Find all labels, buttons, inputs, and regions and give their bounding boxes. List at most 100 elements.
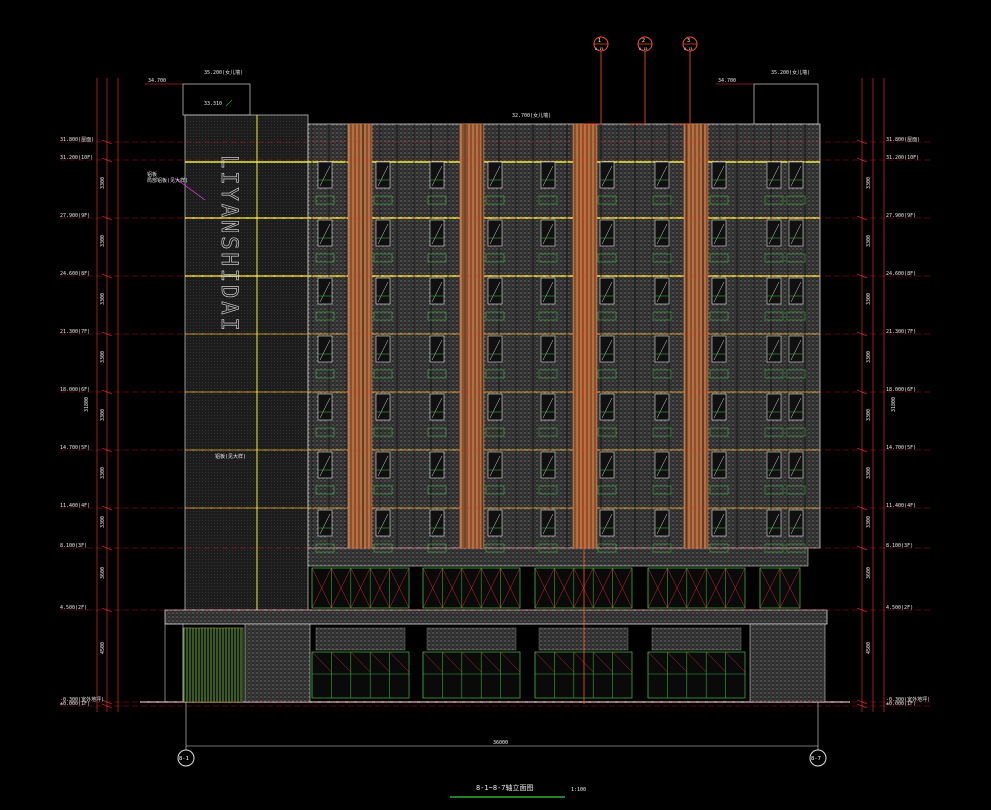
bay-diag xyxy=(534,567,555,609)
window-glint xyxy=(377,165,389,187)
window-glint xyxy=(790,397,802,419)
window xyxy=(315,509,335,553)
elevation-label-right-10: 31.200(10F) xyxy=(886,155,919,161)
window-glint xyxy=(768,281,780,303)
window-panel xyxy=(652,253,672,263)
window-panel xyxy=(427,427,447,437)
ground-pier-left xyxy=(244,623,311,703)
window-panel xyxy=(427,485,447,495)
window-panel xyxy=(764,427,784,437)
window xyxy=(315,393,335,437)
floor-dim-right-5: 3300 xyxy=(866,351,872,363)
window-frame xyxy=(711,161,727,189)
window xyxy=(764,277,784,321)
storefront-bay-2f xyxy=(759,567,801,609)
window xyxy=(373,277,393,321)
window-frame xyxy=(766,161,782,189)
bay-diag xyxy=(554,651,574,673)
window-panel xyxy=(485,195,505,205)
window-glint xyxy=(601,397,613,419)
window-glint xyxy=(768,397,780,419)
window-frame xyxy=(317,335,333,363)
window-frame xyxy=(711,335,727,363)
window xyxy=(485,393,505,437)
bay-diag xyxy=(612,567,633,609)
window-panel xyxy=(538,195,558,205)
storefront-bay-2f xyxy=(311,567,410,609)
window xyxy=(538,393,558,437)
window-frame xyxy=(487,219,503,247)
floor-dim-left-7: 3300 xyxy=(100,235,106,247)
top-right-parapet: 35.200(女儿墙) xyxy=(771,69,810,76)
bay-diag xyxy=(706,651,726,673)
window-glint xyxy=(489,165,501,187)
window-panel xyxy=(315,369,335,379)
window xyxy=(597,335,617,379)
bay-diag xyxy=(725,567,746,609)
window-glint xyxy=(542,339,554,361)
bay-diag xyxy=(370,651,390,673)
window-frame xyxy=(711,451,727,479)
grid-bubble-1: 1 A-15 xyxy=(593,36,609,52)
elevation-label-right-7: 21.300(7F) xyxy=(886,329,916,335)
window xyxy=(485,509,505,553)
window-frame xyxy=(654,509,670,537)
window-glint xyxy=(713,223,725,245)
window-panel xyxy=(315,195,335,205)
grid-bubble-2: 2 A-15 xyxy=(637,36,653,52)
window-panel xyxy=(427,369,447,379)
window xyxy=(786,393,806,437)
window-glint xyxy=(431,513,443,535)
bay-diag xyxy=(686,651,707,673)
window-frame xyxy=(487,277,503,305)
window-panel xyxy=(597,427,617,437)
window-glint xyxy=(601,223,613,245)
window-panel xyxy=(538,253,558,263)
right-total-dim: 31800 xyxy=(891,397,897,412)
window-glint xyxy=(790,165,802,187)
window xyxy=(652,161,672,205)
window-glint xyxy=(431,455,443,477)
elevation-label-left-2: 4.500(2F) xyxy=(60,605,87,611)
window-glint xyxy=(489,455,501,477)
floor-dim-right-6: 3300 xyxy=(866,293,872,305)
storefront-bay-1f xyxy=(422,627,521,699)
window-frame xyxy=(654,335,670,363)
bay-diag xyxy=(350,567,371,609)
window-panel xyxy=(485,427,505,437)
window xyxy=(315,451,335,495)
window-glint xyxy=(713,165,725,187)
window-panel xyxy=(764,369,784,379)
window-panel xyxy=(485,253,505,263)
window-frame xyxy=(540,219,556,247)
window-frame xyxy=(711,277,727,305)
wood-panel-2 xyxy=(459,123,485,549)
material-note-2: 铝板(见大样) xyxy=(215,453,246,460)
top-center-roof: 32.700(女儿墙) xyxy=(512,112,551,119)
window-panel xyxy=(786,427,806,437)
window-panel xyxy=(597,195,617,205)
right-parapet-box xyxy=(753,83,819,125)
tick-right xyxy=(856,699,868,705)
window xyxy=(597,451,617,495)
window xyxy=(597,219,617,263)
grid-bubble-8-1-label: 8-1 xyxy=(179,756,189,762)
window xyxy=(709,451,729,495)
window-frame xyxy=(711,509,727,537)
window-glint xyxy=(542,165,554,187)
window-frame xyxy=(788,161,804,189)
window xyxy=(709,161,729,205)
window xyxy=(764,509,784,553)
window-panel xyxy=(786,195,806,205)
window xyxy=(652,335,672,379)
left-total-dim: 31800 xyxy=(84,397,90,412)
window-frame xyxy=(540,451,556,479)
window xyxy=(786,277,806,321)
window-frame xyxy=(654,219,670,247)
window-panel xyxy=(485,369,505,379)
bay-diag xyxy=(442,567,462,609)
window xyxy=(652,277,672,321)
bay-diag xyxy=(706,567,726,609)
window-glint xyxy=(656,513,668,535)
window xyxy=(427,277,447,321)
